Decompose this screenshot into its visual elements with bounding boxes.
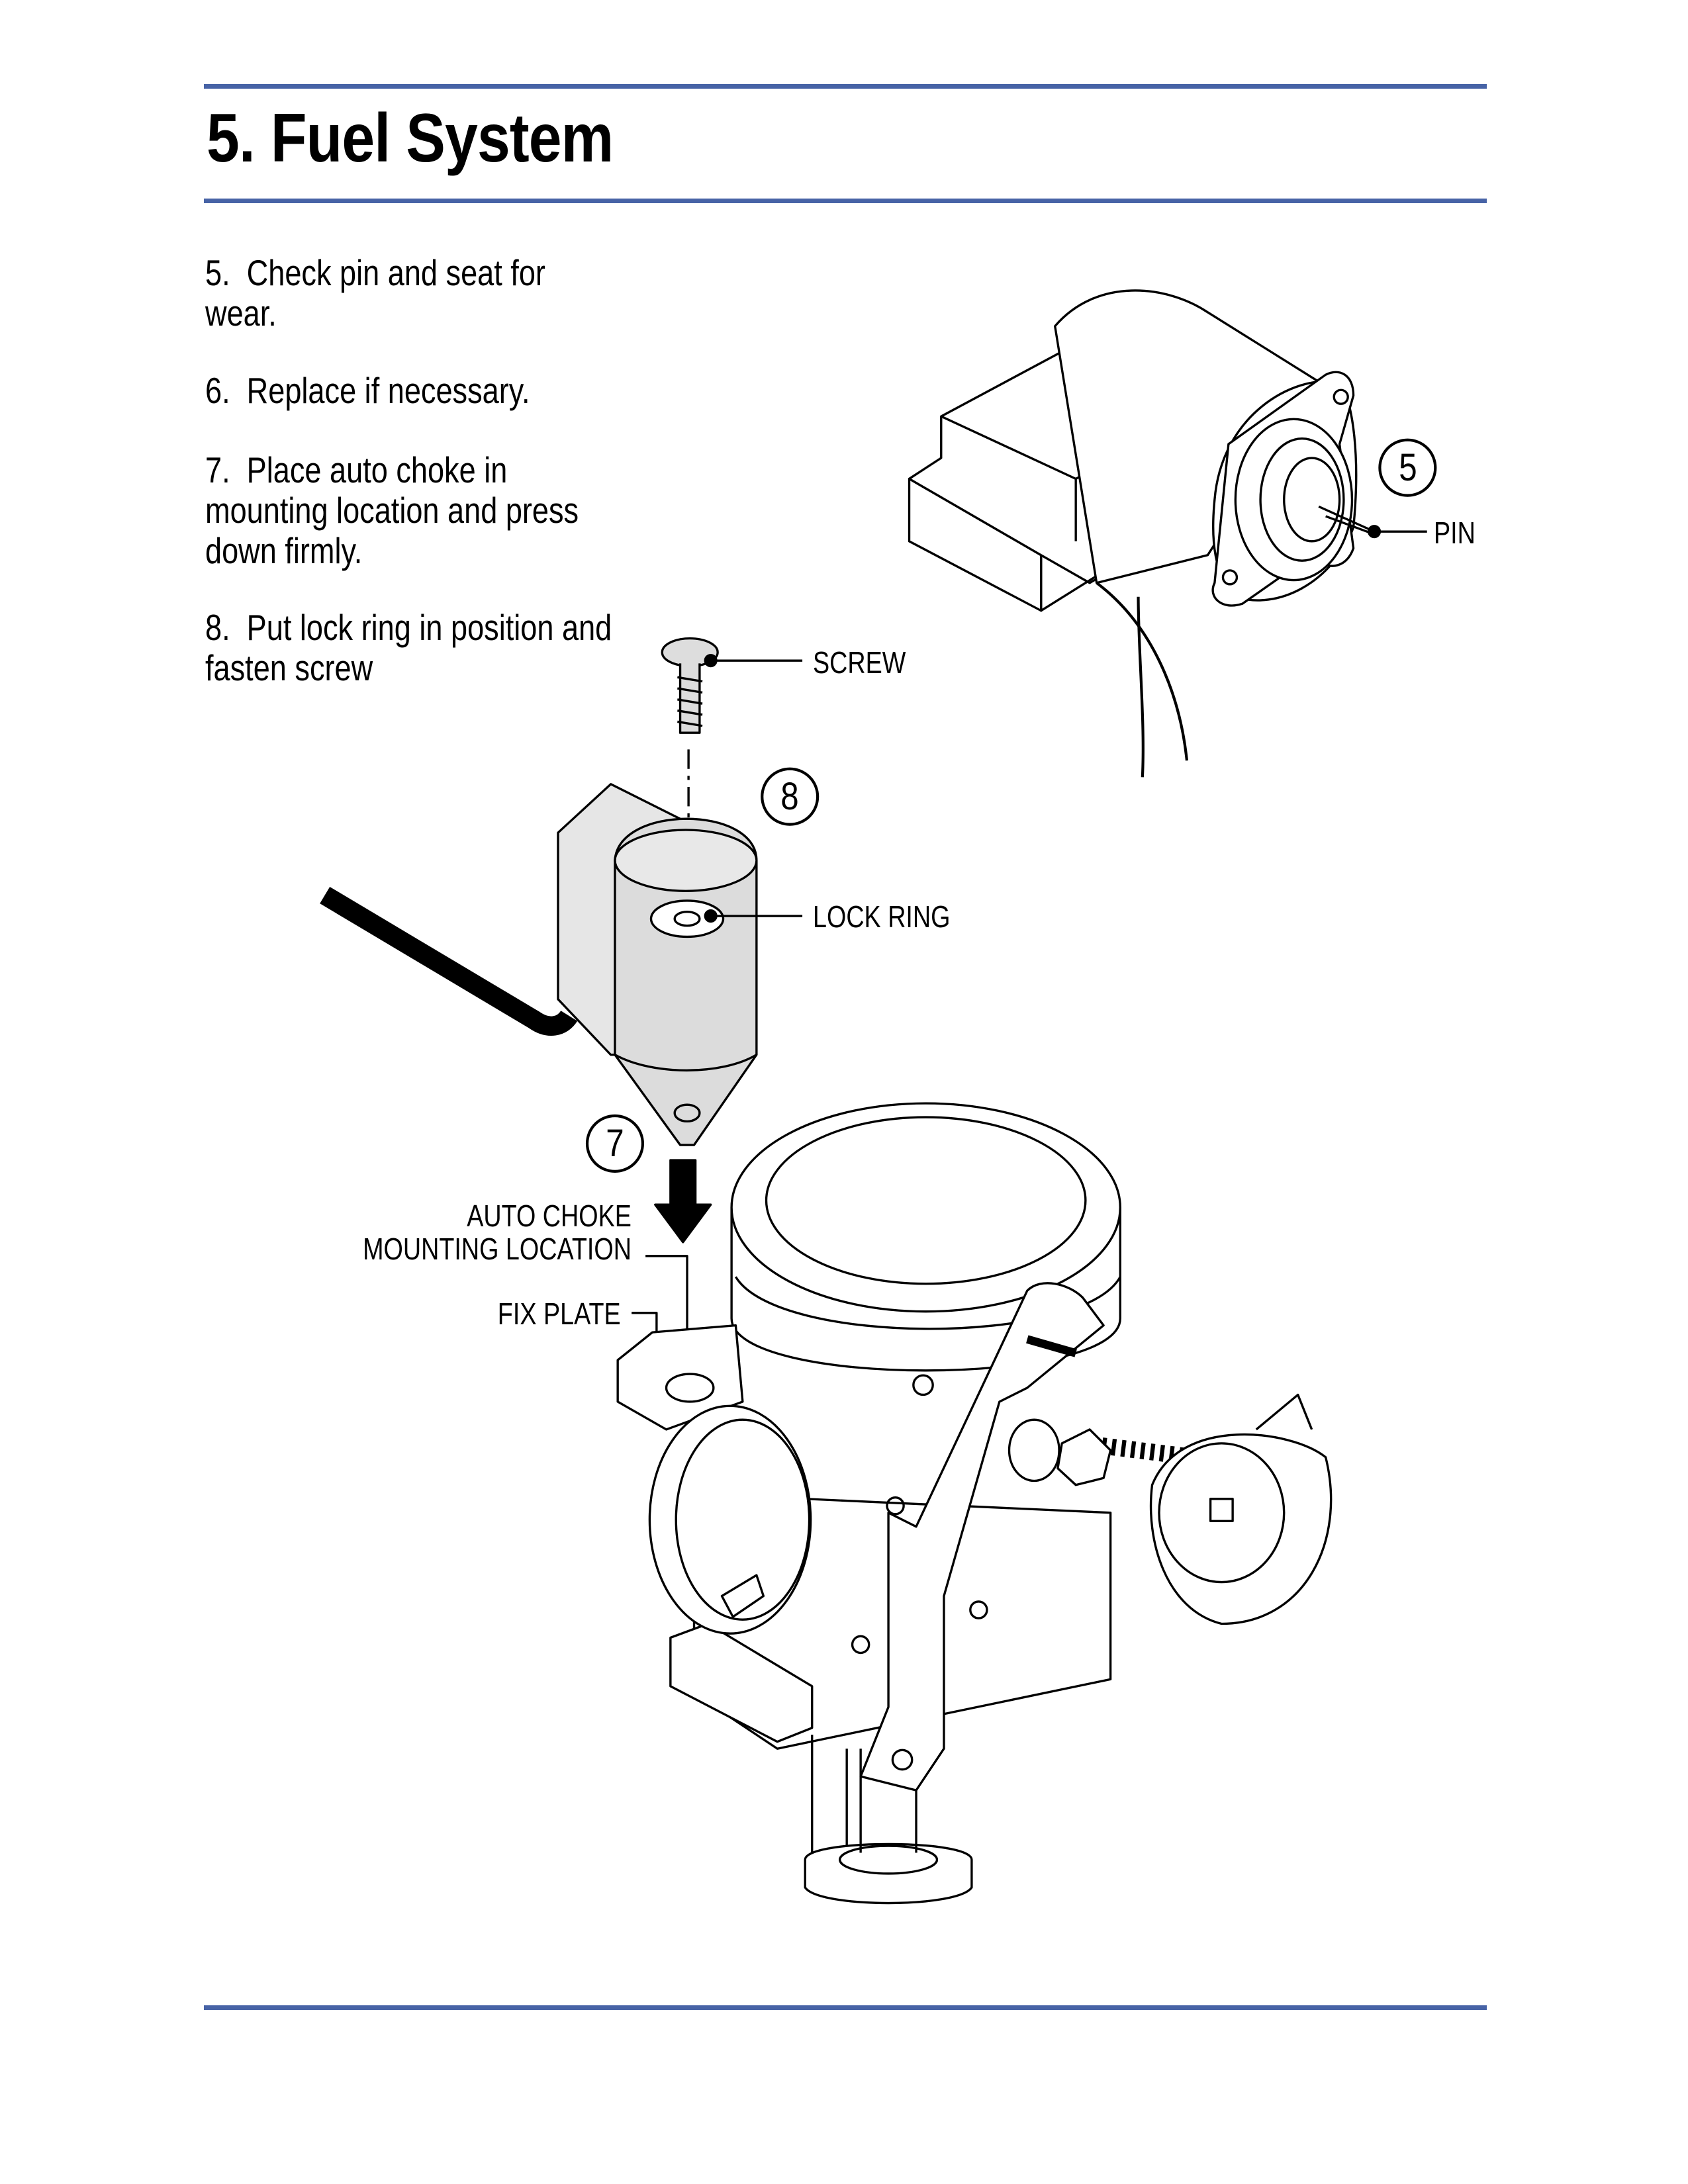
label-screw: SCREW (813, 645, 906, 680)
arrow-down-icon (654, 1159, 712, 1244)
auto-choke-body (320, 783, 803, 1146)
step-8: 8. Put lock ring in position and fasten … (205, 607, 612, 688)
callout-5: 5 (1399, 446, 1417, 489)
label-fix-plate: FIX PLATE (498, 1297, 621, 1331)
top-rule (204, 84, 1487, 89)
label-lock-ring: LOCK RING (813, 899, 951, 934)
carburetor (616, 1102, 1333, 1905)
step-6: 6. Replace if necessary. (205, 370, 530, 411)
step-5: 5. Check pin and seat for wear. (205, 252, 545, 334)
step-7: 7. Place auto choke in mounting location… (205, 449, 579, 571)
auto-choke-detail (908, 289, 1427, 778)
bottom-rule (204, 2005, 1487, 2010)
screw-icon (661, 637, 803, 734)
label-auto-choke: AUTO CHOKE MOUNTING LOCATION (363, 1199, 632, 1266)
callout-7: 7 (606, 1122, 624, 1165)
callout-7-circle (585, 1114, 645, 1173)
title-rule (204, 199, 1487, 203)
callout-8-circle (761, 767, 820, 826)
callout-8: 8 (780, 775, 799, 818)
label-pin: PIN (1434, 516, 1476, 550)
page-title: 5. Fuel System (207, 100, 614, 177)
callout-5-circle (1378, 438, 1437, 497)
